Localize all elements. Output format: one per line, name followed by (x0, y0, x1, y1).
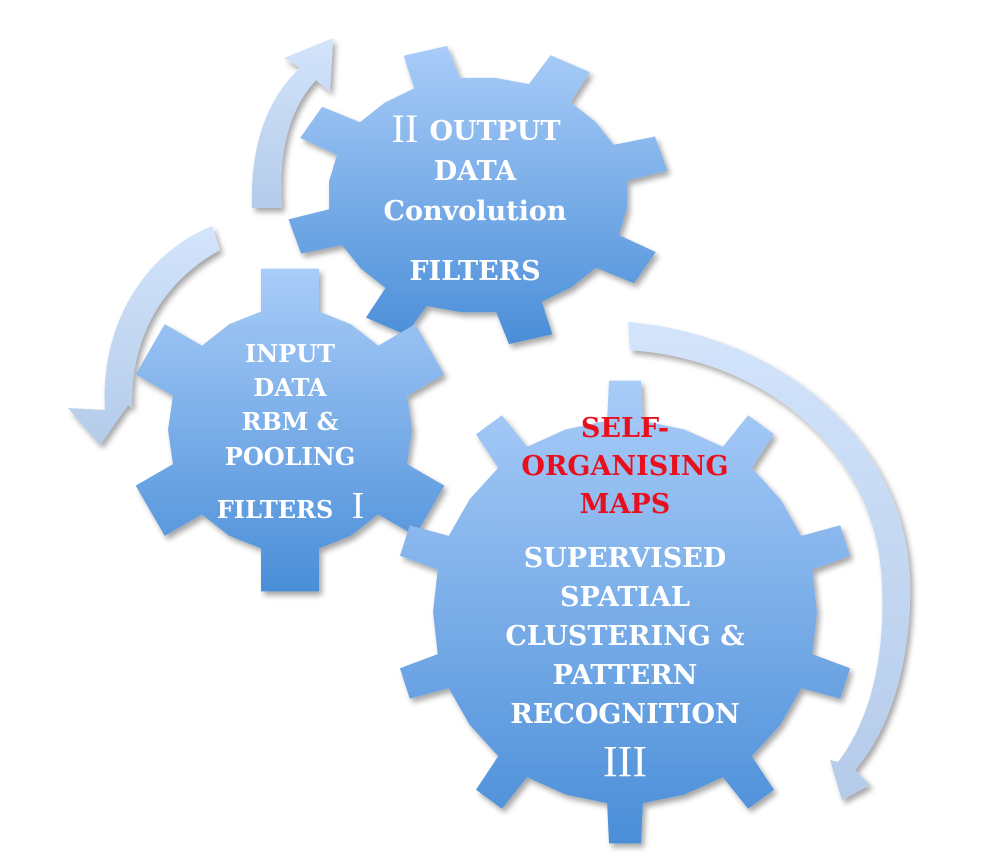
gear-3-highlight-line-2: ORGANISING (521, 451, 728, 482)
gear-2-shape (288, 45, 668, 345)
gear-1-roman-numeral: I (352, 485, 365, 527)
gear-3-roman-numeral: III (603, 737, 647, 786)
gear-2-roman-numeral: II (392, 106, 419, 151)
gear-2-line-3: Convolution (383, 196, 566, 227)
gear-2-line-1: OUTPUT (429, 116, 560, 147)
gear-3-highlight-line-3: MAPS (580, 489, 671, 520)
arrow-to-gear-2 (251, 38, 333, 208)
gear-3-line-4: PATTERN (553, 660, 698, 691)
gear-2-label: II OUTPUT DATA Convolution FILTERS (383, 106, 566, 287)
gear-3-line-1: SUPERVISED (524, 543, 726, 574)
gear-3-label: SELF- ORGANISING MAPS SUPERVISED SPATIAL… (505, 413, 744, 786)
arrow-around-gear-3 (628, 322, 911, 800)
gear-1-line-4: POOLING (225, 442, 355, 471)
gear-1-line-2: DATA (253, 373, 327, 402)
gear-1-label: INPUT DATA RBM & POOLING FILTERS I (217, 339, 365, 527)
gear-1-line-5: FILTERS (217, 495, 334, 524)
gear-1-line-3: RBM & (242, 407, 339, 436)
gear-1-shape (135, 268, 445, 592)
gear-3-highlight-line-1: SELF- (581, 413, 669, 444)
gear-1-line-1: INPUT (245, 339, 335, 368)
gear-3-shape (399, 380, 851, 844)
gear-2-line-2: DATA (434, 156, 518, 187)
gear-3-line-2: SPATIAL (560, 582, 690, 613)
gear-3-line-3: CLUSTERING & (505, 621, 744, 652)
arrow-to-gear-1 (68, 226, 220, 445)
gear-3-line-5: RECOGNITION (510, 699, 739, 730)
gear-2-line-4: FILTERS (409, 256, 540, 287)
